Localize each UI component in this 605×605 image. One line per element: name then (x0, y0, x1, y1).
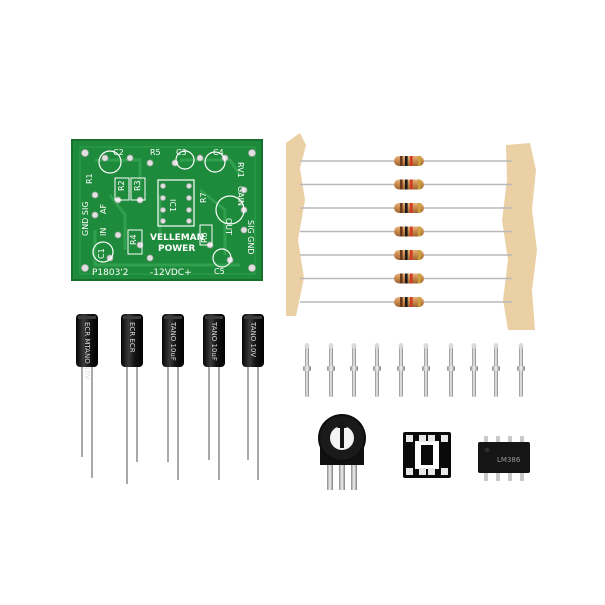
label-out: OUT (224, 218, 233, 235)
pcb-brand: VELLEMAN (150, 233, 204, 243)
label-c5: C5 (214, 267, 225, 276)
pcb-model: POWER (158, 244, 195, 254)
label-gnd-sig: GND SIG (81, 201, 90, 236)
solder-pin (492, 343, 500, 397)
pcb-board: C2 R5 C3 C4 R1 R2 R3 R4 R6 R7 C1 C5 IC1 … (71, 139, 263, 281)
capacitor-marking: TANO 10uF (169, 321, 177, 361)
ic-chip: LM386 (478, 436, 530, 481)
label-af: AF (99, 204, 108, 214)
solder-pin (422, 343, 430, 397)
pcb-supply: -12VDC+ (150, 268, 192, 278)
capacitor-group: ECR MTANO 10V ECR ECR TANO 10uF TANO 10uF TA… (76, 314, 264, 484)
label-ic1: IC1 (168, 199, 177, 212)
resistor (300, 226, 512, 237)
label-in: IN (99, 228, 108, 236)
capacitor-marking: TANO 10V (249, 321, 257, 357)
capacitor-marking: ECR ECR (128, 322, 136, 353)
label-c4: C4 (213, 148, 224, 157)
label-r6: R6 (200, 232, 209, 243)
solder-pin (303, 343, 311, 397)
resistor (300, 156, 512, 166)
label-c3: C3 (176, 148, 187, 157)
pcb-code: P1803'2 (92, 268, 129, 278)
ic-socket (403, 432, 451, 478)
label-r2: R2 (117, 180, 126, 191)
label-r3: R3 (133, 180, 142, 191)
solder-pin (397, 343, 405, 397)
label-gain: GAIN (236, 186, 245, 206)
label-r1: R1 (85, 173, 94, 184)
solder-pin (517, 343, 525, 397)
solder-pin (373, 343, 381, 397)
trimmer-potentiometer (318, 414, 366, 490)
resistor (300, 179, 512, 190)
resistor-strip (286, 133, 537, 330)
chip-marking: LM386 (497, 456, 521, 464)
solder-pin-group (303, 343, 525, 397)
electrolytic-capacitor: TANO 10V (242, 314, 264, 480)
electrolytic-capacitor: TANO 10uF (162, 314, 184, 480)
label-rv1: RV1 (236, 162, 245, 178)
label-r4: R4 (129, 234, 138, 245)
label-sig-gnd: SIG GND (246, 220, 255, 255)
resistor (300, 203, 512, 213)
capacitor-marking: TANO 10uF (210, 321, 218, 361)
label-r7: R7 (199, 192, 208, 203)
solder-pin (447, 343, 455, 397)
label-c2: C2 (113, 148, 124, 157)
solder-pin (327, 343, 335, 397)
capacitor-marking: ECR MTANO 10V (83, 322, 91, 380)
electrolytic-capacitor: ECR MTANO 10V (76, 314, 98, 478)
label-c1: C1 (97, 248, 106, 259)
resistor (300, 273, 512, 284)
resistor (300, 297, 512, 307)
electrolytic-capacitor: TANO 10uF (203, 314, 225, 480)
label-r5: R5 (150, 148, 161, 157)
solder-pin (470, 343, 478, 397)
solder-pin (350, 343, 358, 397)
electrolytic-capacitor: ECR ECR (121, 314, 143, 484)
resistor (300, 250, 512, 260)
